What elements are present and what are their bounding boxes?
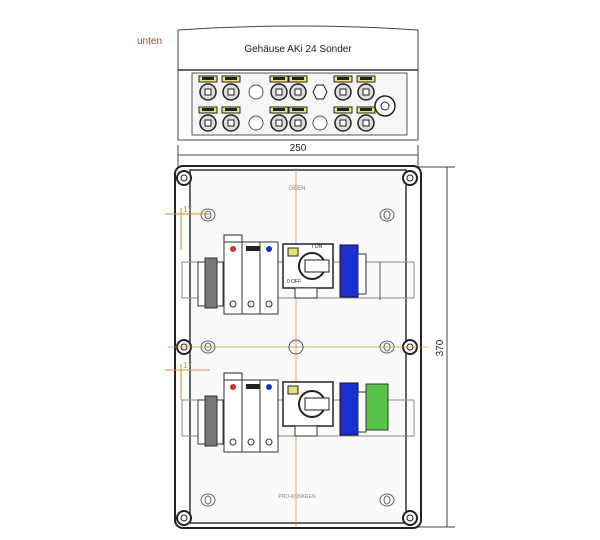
screw-boss-icon [176, 170, 192, 186]
offset-top-label: 17 [183, 205, 192, 214]
din-rail-assembly [197, 234, 381, 315]
terminal-block-left [197, 395, 224, 447]
offset-bottom-label: 17 [183, 361, 192, 370]
surge-protector [223, 234, 279, 315]
cable-gland-icon [356, 106, 376, 132]
cable-gland-icon [198, 106, 218, 132]
mounting-hole-icon [200, 208, 216, 222]
side-note-label: unten [137, 36, 162, 47]
rail-marker-label: GEEN [288, 186, 305, 192]
mounting-hole-icon [200, 493, 216, 507]
pressure-valve-icon [374, 95, 396, 117]
cable-gland-icon [221, 106, 241, 132]
switch-on-label-top: I ON [312, 244, 323, 250]
cable-gland-icon [333, 106, 353, 132]
offset-dimension-top: 17 [165, 205, 210, 250]
cable-gland-icon [333, 75, 353, 101]
cable-gland-icon [356, 75, 376, 101]
blank-knockout-icon [312, 115, 328, 131]
mounting-hole-icon [379, 493, 395, 507]
screw-boss-icon [402, 170, 418, 186]
enclosure-front-view: GEEN PRO-KONKREN 17 17 I ON 0 OFF [165, 165, 428, 529]
mounting-hole-icon [379, 208, 395, 222]
terminal-block-blue [339, 244, 367, 298]
housing-top-view: Gehäuse AKi 24 Sonder [177, 25, 419, 141]
terminal-block-green [365, 383, 389, 431]
height-dim-label: 370 [435, 339, 446, 356]
screw-boss-icon [402, 510, 418, 526]
maker-mark-label: PRO-KONKREN [278, 494, 316, 500]
cable-gland-icon [221, 75, 241, 101]
housing-title: Gehäuse AKi 24 Sonder [244, 44, 352, 55]
load-break-switch [282, 381, 334, 437]
surge-protector [223, 372, 279, 453]
cable-gland-icon [288, 106, 308, 132]
switch-off-label-top: 0 OFF [287, 279, 301, 285]
cable-gland-icon [269, 75, 289, 101]
terminal-block-left [197, 257, 224, 309]
load-break-switch [282, 243, 334, 299]
cable-gland-icon [198, 75, 218, 101]
width-dim-label: 250 [290, 143, 307, 154]
din-rail-assembly [197, 372, 389, 453]
screw-boss-icon [176, 510, 192, 526]
hex-plug-icon [312, 84, 328, 100]
cable-glands [198, 75, 376, 132]
offset-dimension-bottom: 17 [165, 361, 210, 400]
cable-gland-icon [288, 75, 308, 101]
width-dimension: 250 [177, 143, 419, 170]
blank-knockout-icon [248, 115, 264, 131]
cable-gland-icon [269, 106, 289, 132]
blank-knockout-icon [248, 84, 264, 100]
